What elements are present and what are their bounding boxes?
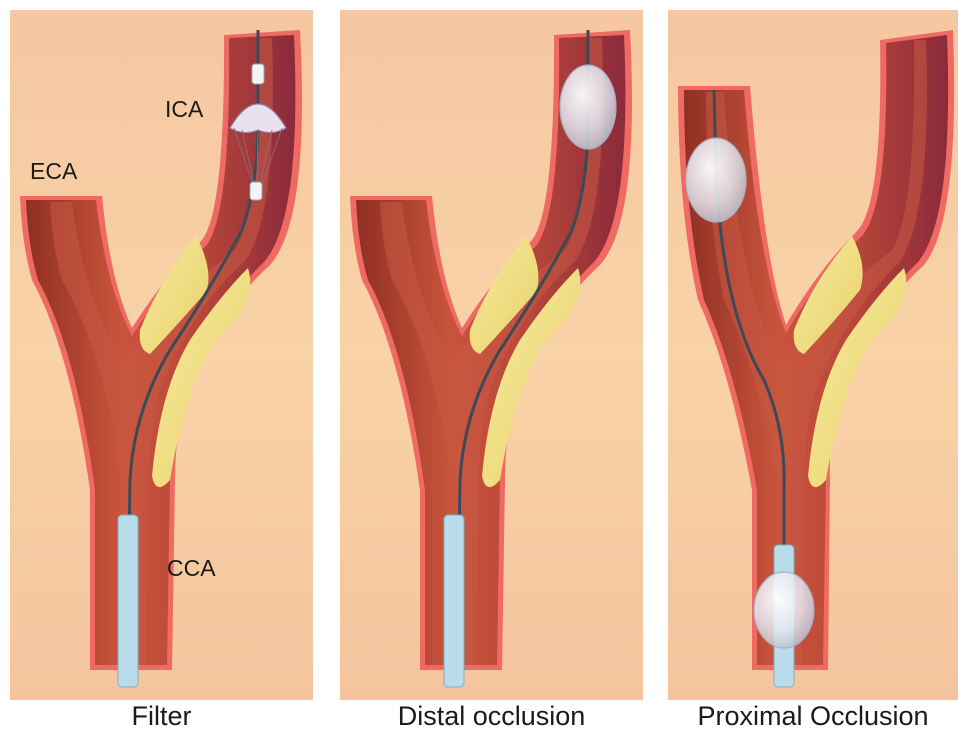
distal-balloon bbox=[560, 65, 616, 149]
label-ica: ICA bbox=[165, 96, 203, 122]
distal-balloon bbox=[686, 138, 746, 222]
filter-illustration bbox=[10, 10, 313, 700]
proximal-balloon bbox=[754, 572, 814, 648]
panel-distal-occlusion bbox=[340, 10, 643, 700]
caption-distal-occlusion: Distal occlusion bbox=[340, 700, 643, 733]
catheter bbox=[118, 515, 138, 687]
panel-filter bbox=[10, 10, 313, 700]
catheter bbox=[444, 515, 464, 687]
caption-filter: Filter bbox=[10, 700, 313, 733]
caption-proximal-occlusion: Proximal Occlusion bbox=[668, 700, 958, 733]
panel-proximal-occlusion bbox=[668, 10, 958, 700]
label-cca: CCA bbox=[167, 555, 216, 581]
proximal-occlusion-illustration bbox=[668, 10, 958, 700]
distal-occlusion-illustration bbox=[340, 10, 643, 700]
label-eca: ECA bbox=[30, 158, 77, 184]
